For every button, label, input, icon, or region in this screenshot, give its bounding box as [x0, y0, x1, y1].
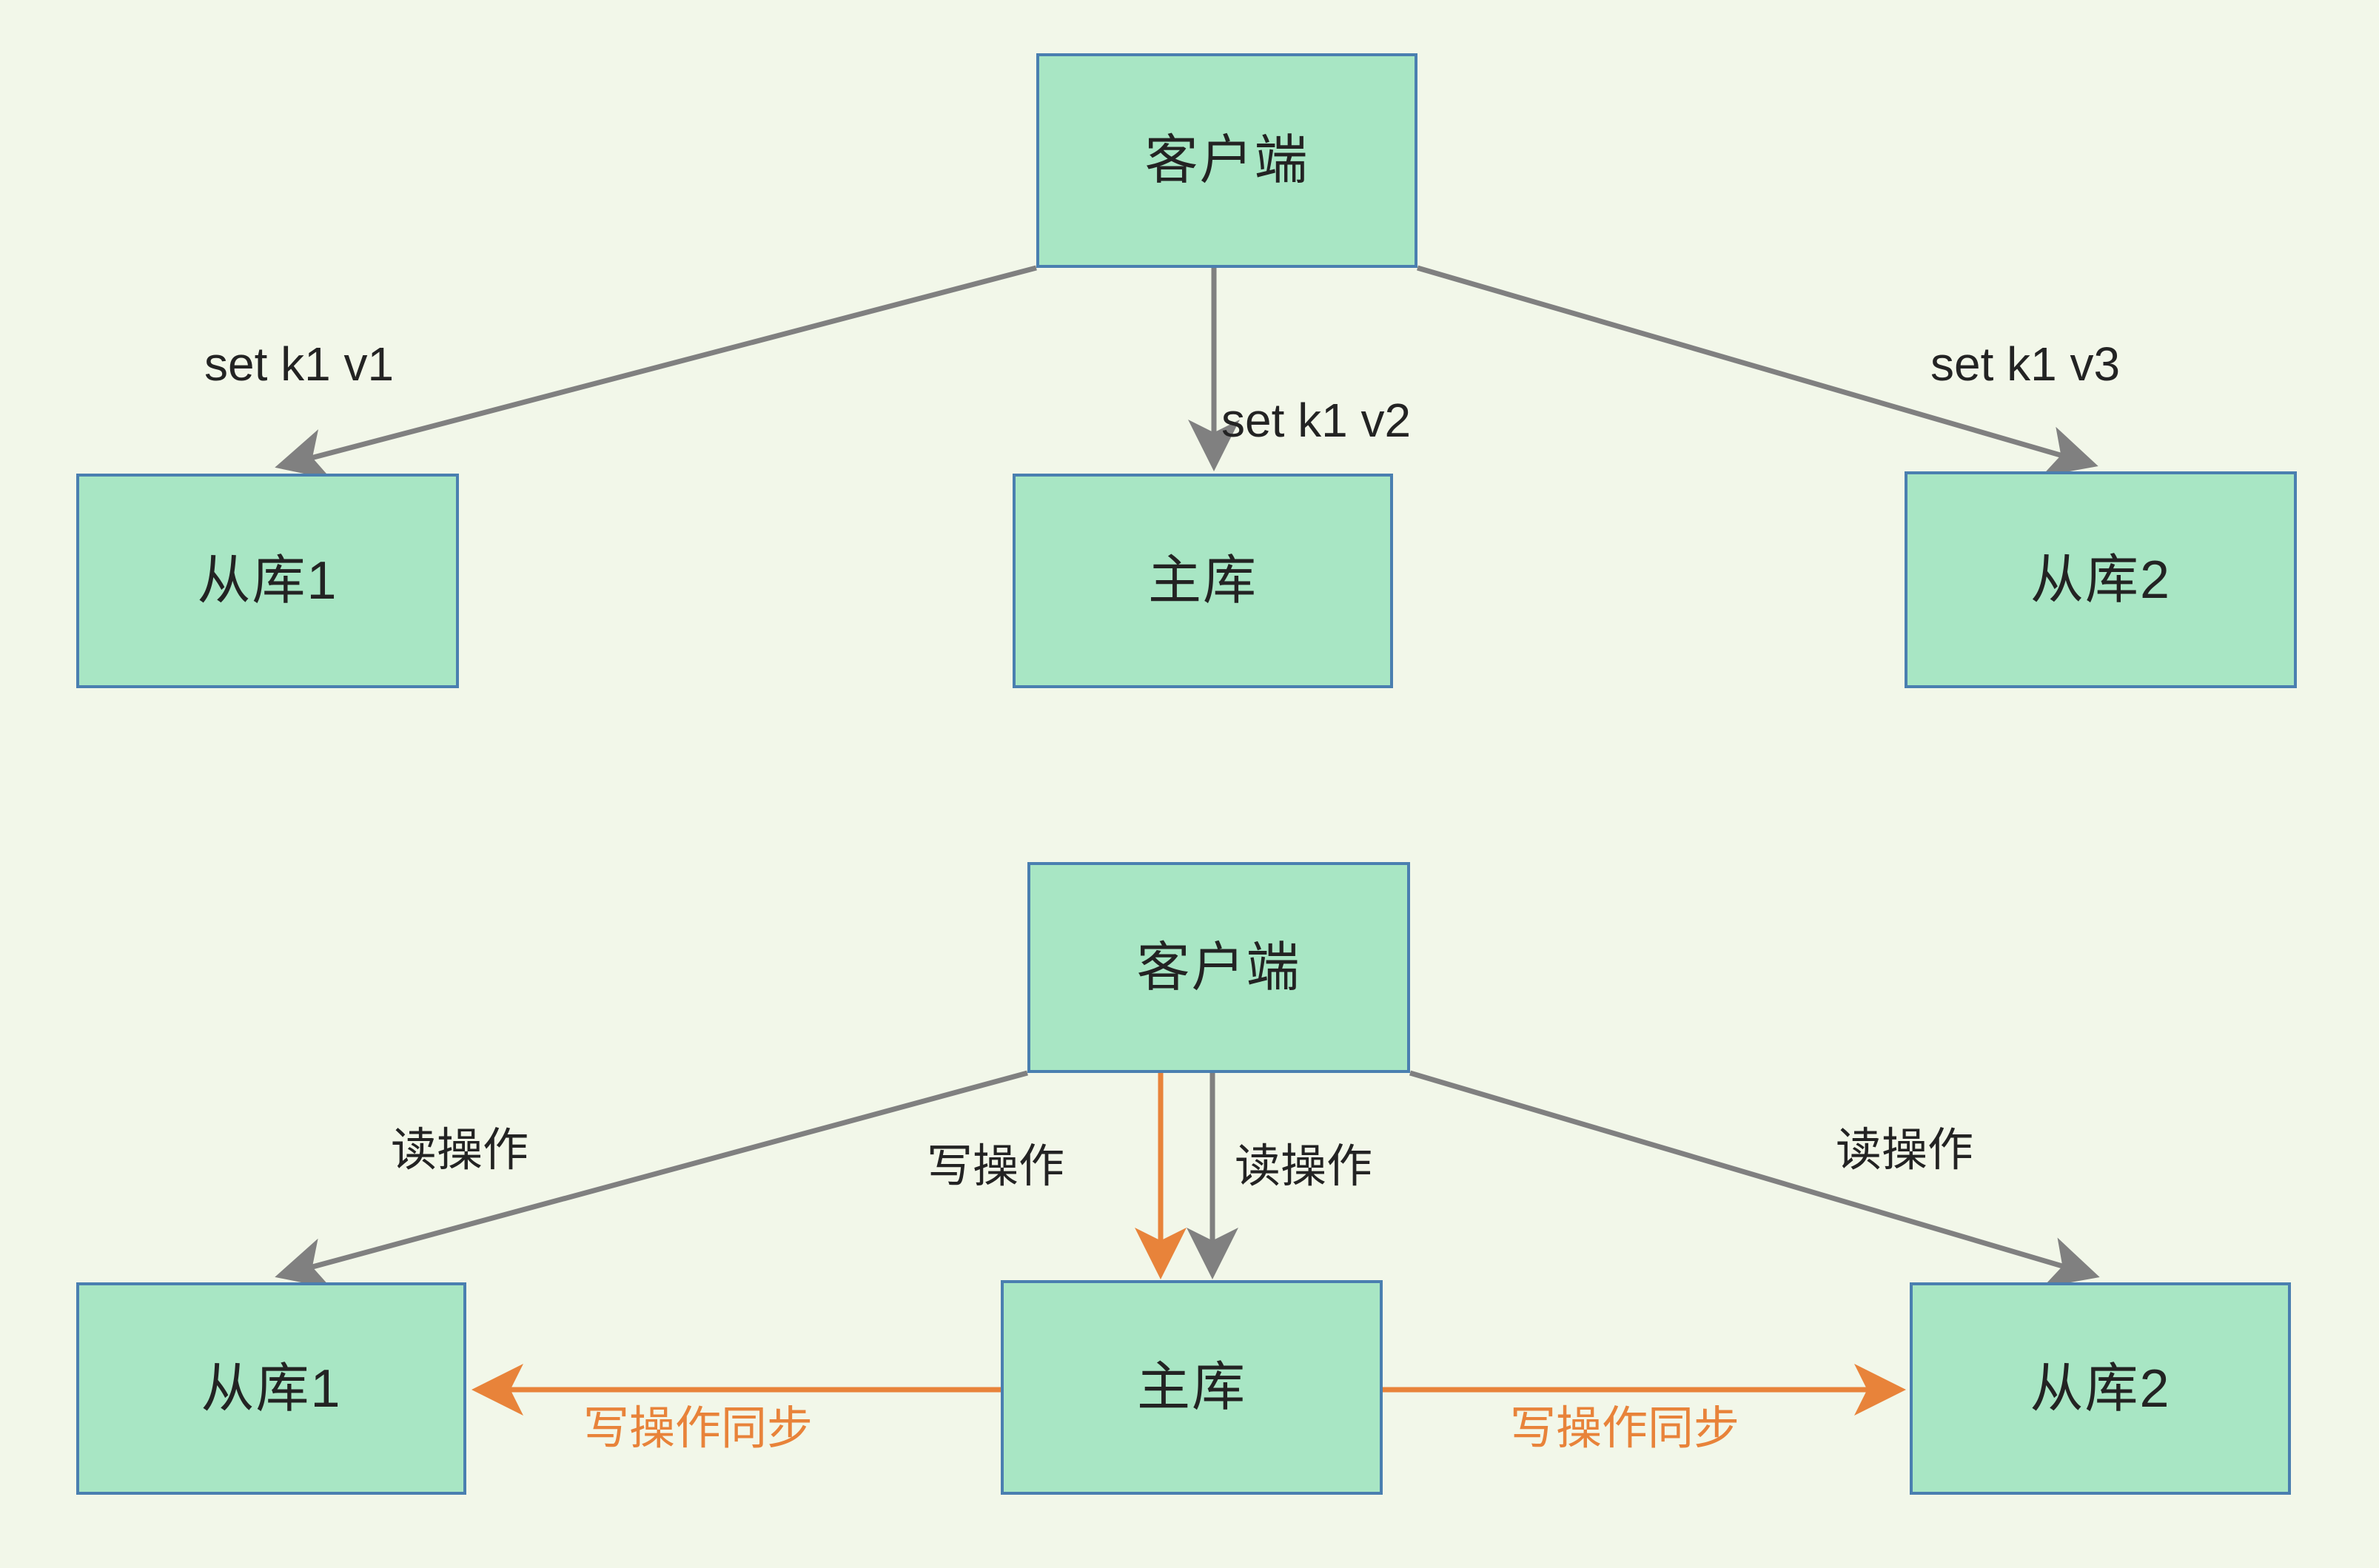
edge-label-top-set-k1-v2: set k1 v2	[1221, 394, 1412, 447]
edge-label-bottom-sync-slave1: 写操作同步	[583, 1403, 813, 1454]
edge-bottom-client-to-slave2	[1409, 1070, 2100, 1288]
node-top-slave1[interactable]: 从库1	[76, 474, 459, 688]
node-top-client[interactable]: 客户端	[1036, 53, 1417, 268]
node-bottom-client[interactable]: 客户端	[1027, 862, 1410, 1073]
edge-top-client-to-slave1	[275, 265, 1037, 480]
edge-label-bottom-read-master: 读操作	[1235, 1141, 1373, 1192]
node-top-slave2-label: 从库2	[2030, 550, 2172, 610]
node-bottom-master[interactable]: 主库	[1001, 1280, 1383, 1495]
edge-label-bottom-read-slave2: 读操作	[1836, 1125, 1974, 1176]
edge-label-top-set-k1-v3: set k1 v3	[1930, 337, 2121, 391]
edge-label-bottom-write-master: 写操作	[927, 1141, 1065, 1192]
node-top-slave2[interactable]: 从库2	[1905, 471, 2297, 688]
edge-top-client-to-slave2	[1417, 265, 2098, 477]
edge-label-top-set-k1-v1: set k1 v1	[204, 337, 395, 391]
node-top-slave1-label: 从库1	[197, 551, 338, 610]
node-top-client-label: 客户端	[1144, 131, 1309, 190]
node-top-master-label: 主库	[1147, 551, 1258, 610]
edge-label-bottom-read-slave1: 读操作	[391, 1125, 529, 1176]
node-bottom-slave2[interactable]: 从库2	[1910, 1282, 2291, 1495]
node-bottom-client-label: 客户端	[1136, 938, 1301, 997]
edge-bottom-client-to-slave1	[275, 1070, 1028, 1289]
node-top-master[interactable]: 主库	[1013, 474, 1393, 688]
edge-label-bottom-sync-slave2: 写操作同步	[1510, 1403, 1740, 1454]
node-bottom-slave2-label: 从库2	[2030, 1359, 2171, 1419]
node-bottom-slave1-label: 从库1	[201, 1359, 342, 1419]
node-bottom-slave1[interactable]: 从库1	[76, 1282, 466, 1495]
node-bottom-master-label: 主库	[1136, 1358, 1246, 1417]
